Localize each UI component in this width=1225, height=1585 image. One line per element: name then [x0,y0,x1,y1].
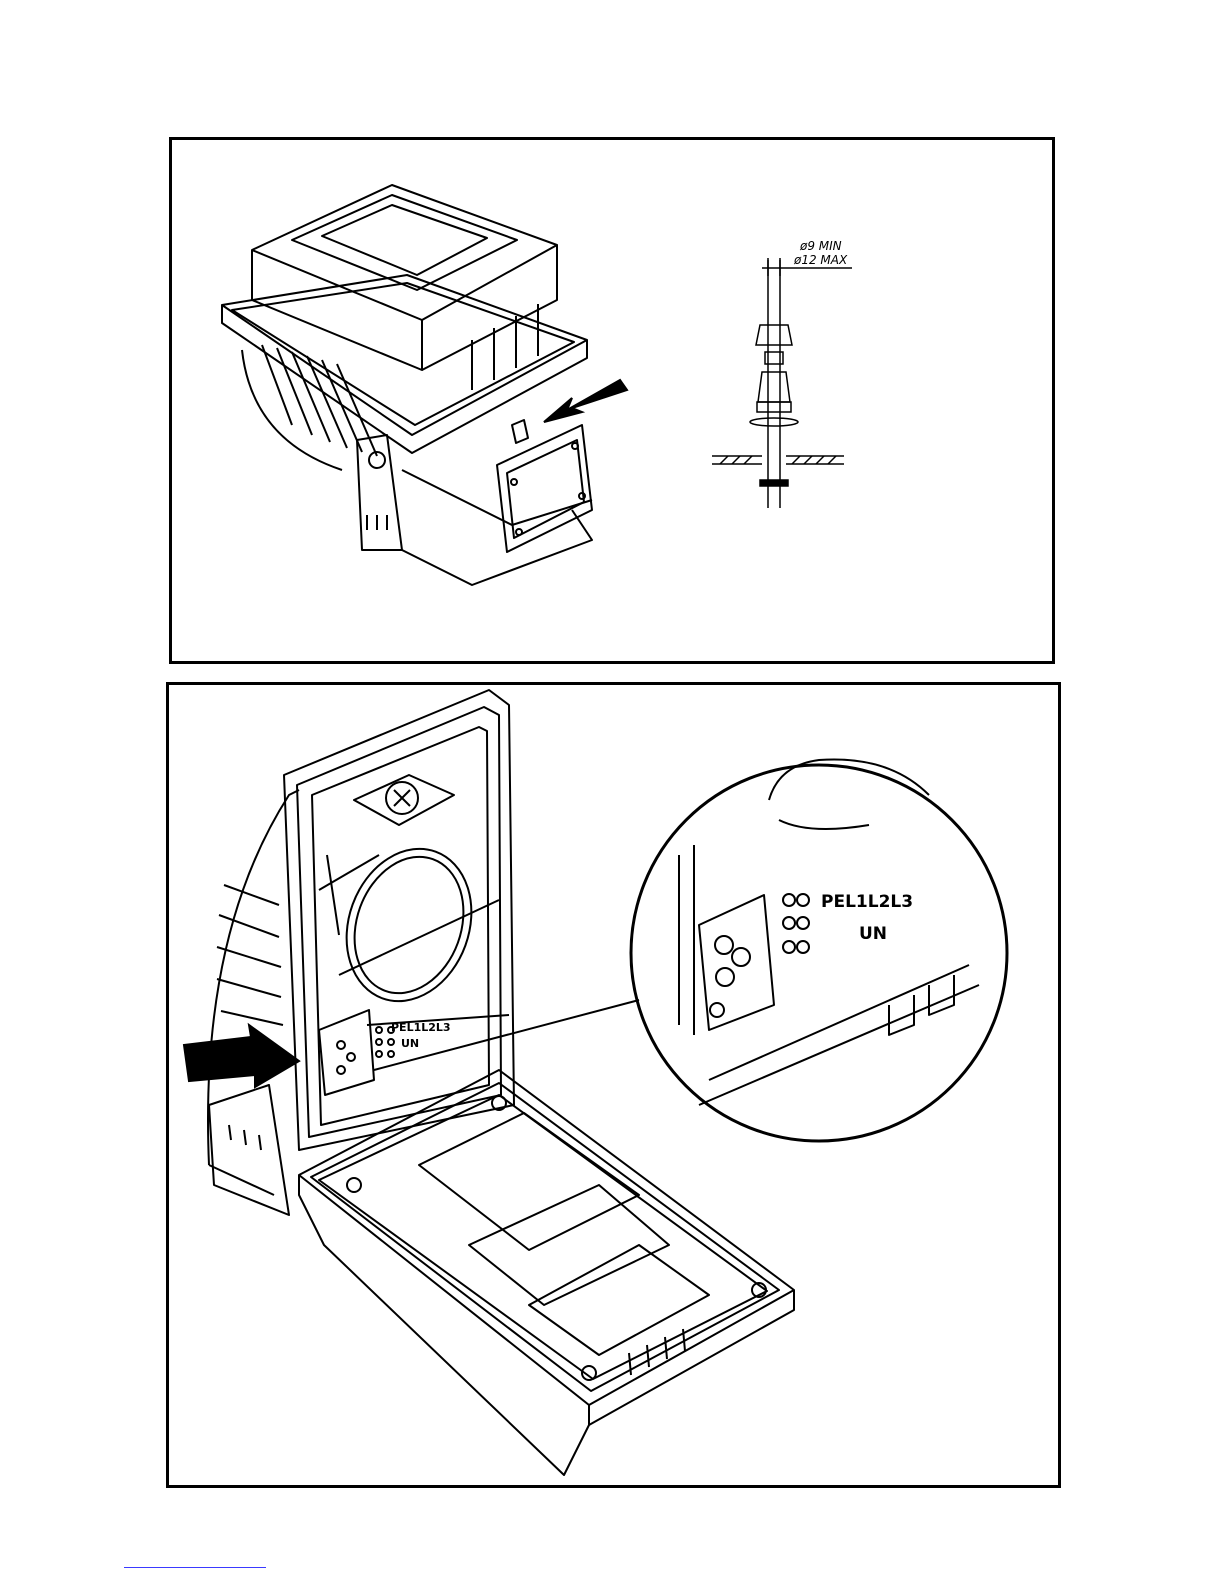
mounting-bracket [357,435,592,585]
detail-terminal-label-line2: UN [859,924,887,944]
detail-magnifier [631,759,1007,1141]
detail-terminal-label-line1: PEL1L2L3 [821,892,913,912]
terminal-box [497,425,592,552]
reflector-ring [319,831,499,1019]
footer-link-underline [124,1567,266,1568]
pointer-arrow-icon [544,380,627,422]
floodlight-closed-drawing: ø9 MIN ø12 MAX [172,140,1052,661]
terminal-label-line1: PEL1L2L3 [391,1021,451,1034]
housing-gland [512,420,528,443]
terminal-label-line2: UN [401,1037,419,1050]
figure-panel-top: ø9 MIN ø12 MAX [169,137,1055,664]
gland-dim-min: ø9 MIN [799,239,842,253]
housing-frame [222,275,587,453]
open-housing-tray [299,1070,794,1475]
figure-panel-bottom: PEL1L2L3 UN PEL1L2L3 UN [166,682,1061,1488]
mounting-bracket [209,1085,289,1215]
pointer-arrow-icon [184,1025,299,1087]
gear-box [252,185,557,390]
terminal-block [319,1010,394,1095]
cable-gland-detail [712,258,852,508]
gland-dim-max: ø12 MAX [793,253,848,267]
cooling-fan [354,775,454,825]
heatsink-body [208,790,299,1195]
floodlight-open-drawing: PEL1L2L3 UN PEL1L2L3 UN [169,685,1058,1485]
detail-leader-line [374,1000,639,1070]
